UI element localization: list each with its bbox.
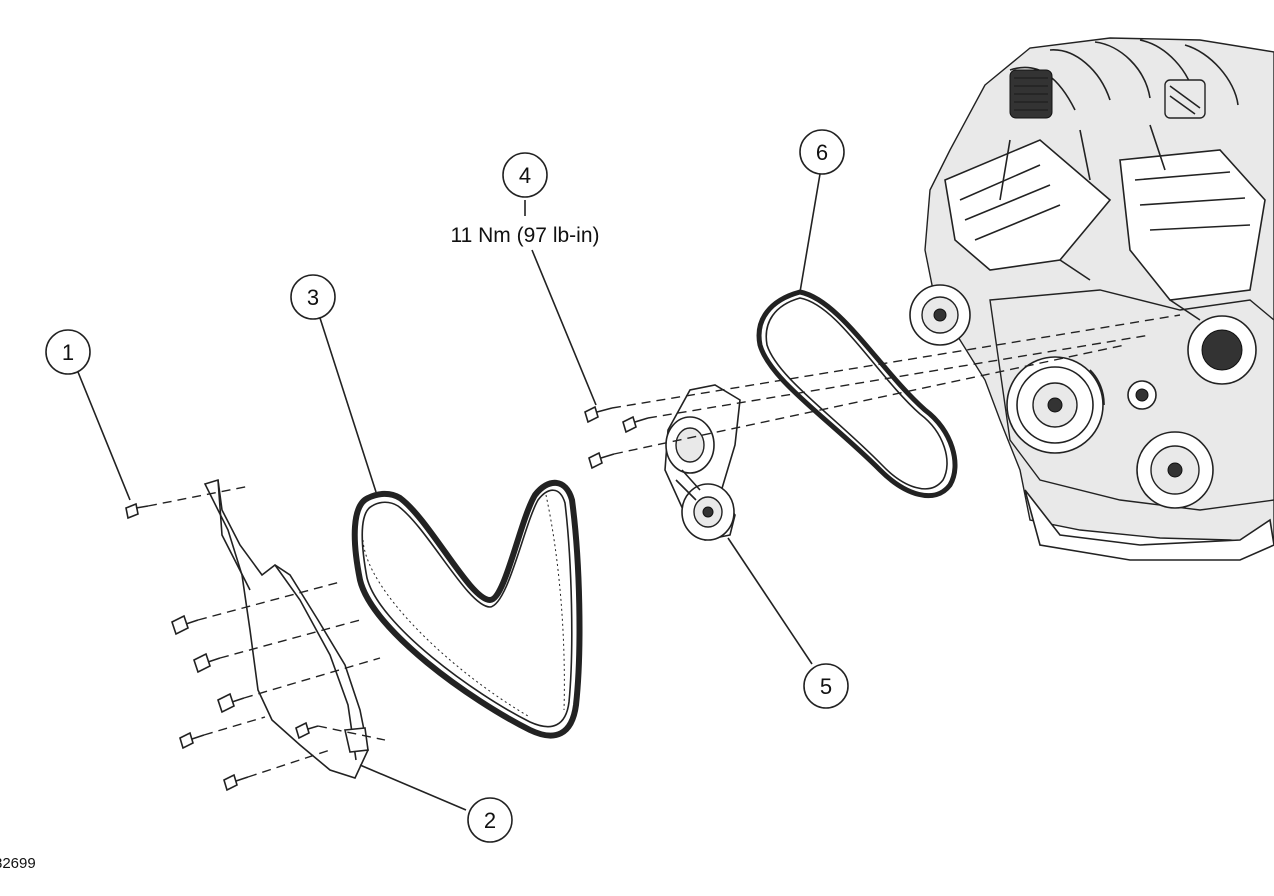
callout-3-number: 3 (307, 285, 319, 310)
callout-2-number: 2 (484, 808, 496, 833)
belt-tensioner (664, 384, 741, 541)
callout-3: 3 (290, 274, 336, 320)
belt-6 (756, 289, 958, 499)
callout-6-number: 6 (816, 140, 828, 165)
assembly-lines (147, 314, 1181, 778)
engine-assembly (909, 37, 1274, 561)
tensioner-bolts (584, 405, 649, 470)
callout-4-torque: 11 Nm (97 lb-in) (451, 224, 600, 247)
callout-5: 5 (803, 663, 849, 709)
callout-6: 6 (799, 129, 845, 175)
figure-id: 82699 (0, 855, 36, 872)
belt-3 (351, 479, 583, 739)
shield-bolts (171, 614, 319, 792)
splash-shield (203, 478, 369, 779)
bolts (125, 405, 649, 792)
callout-2: 2 (467, 797, 513, 843)
callout-1-number: 1 (62, 340, 74, 365)
bolt-1 (125, 502, 149, 520)
callout-4: 4 11 Nm (97 lb-in) (451, 152, 600, 247)
callout-4-number: 4 (519, 163, 531, 188)
leader-lines (77, 173, 821, 811)
callout-5-number: 5 (820, 674, 832, 699)
callout-1: 1 (45, 329, 91, 375)
